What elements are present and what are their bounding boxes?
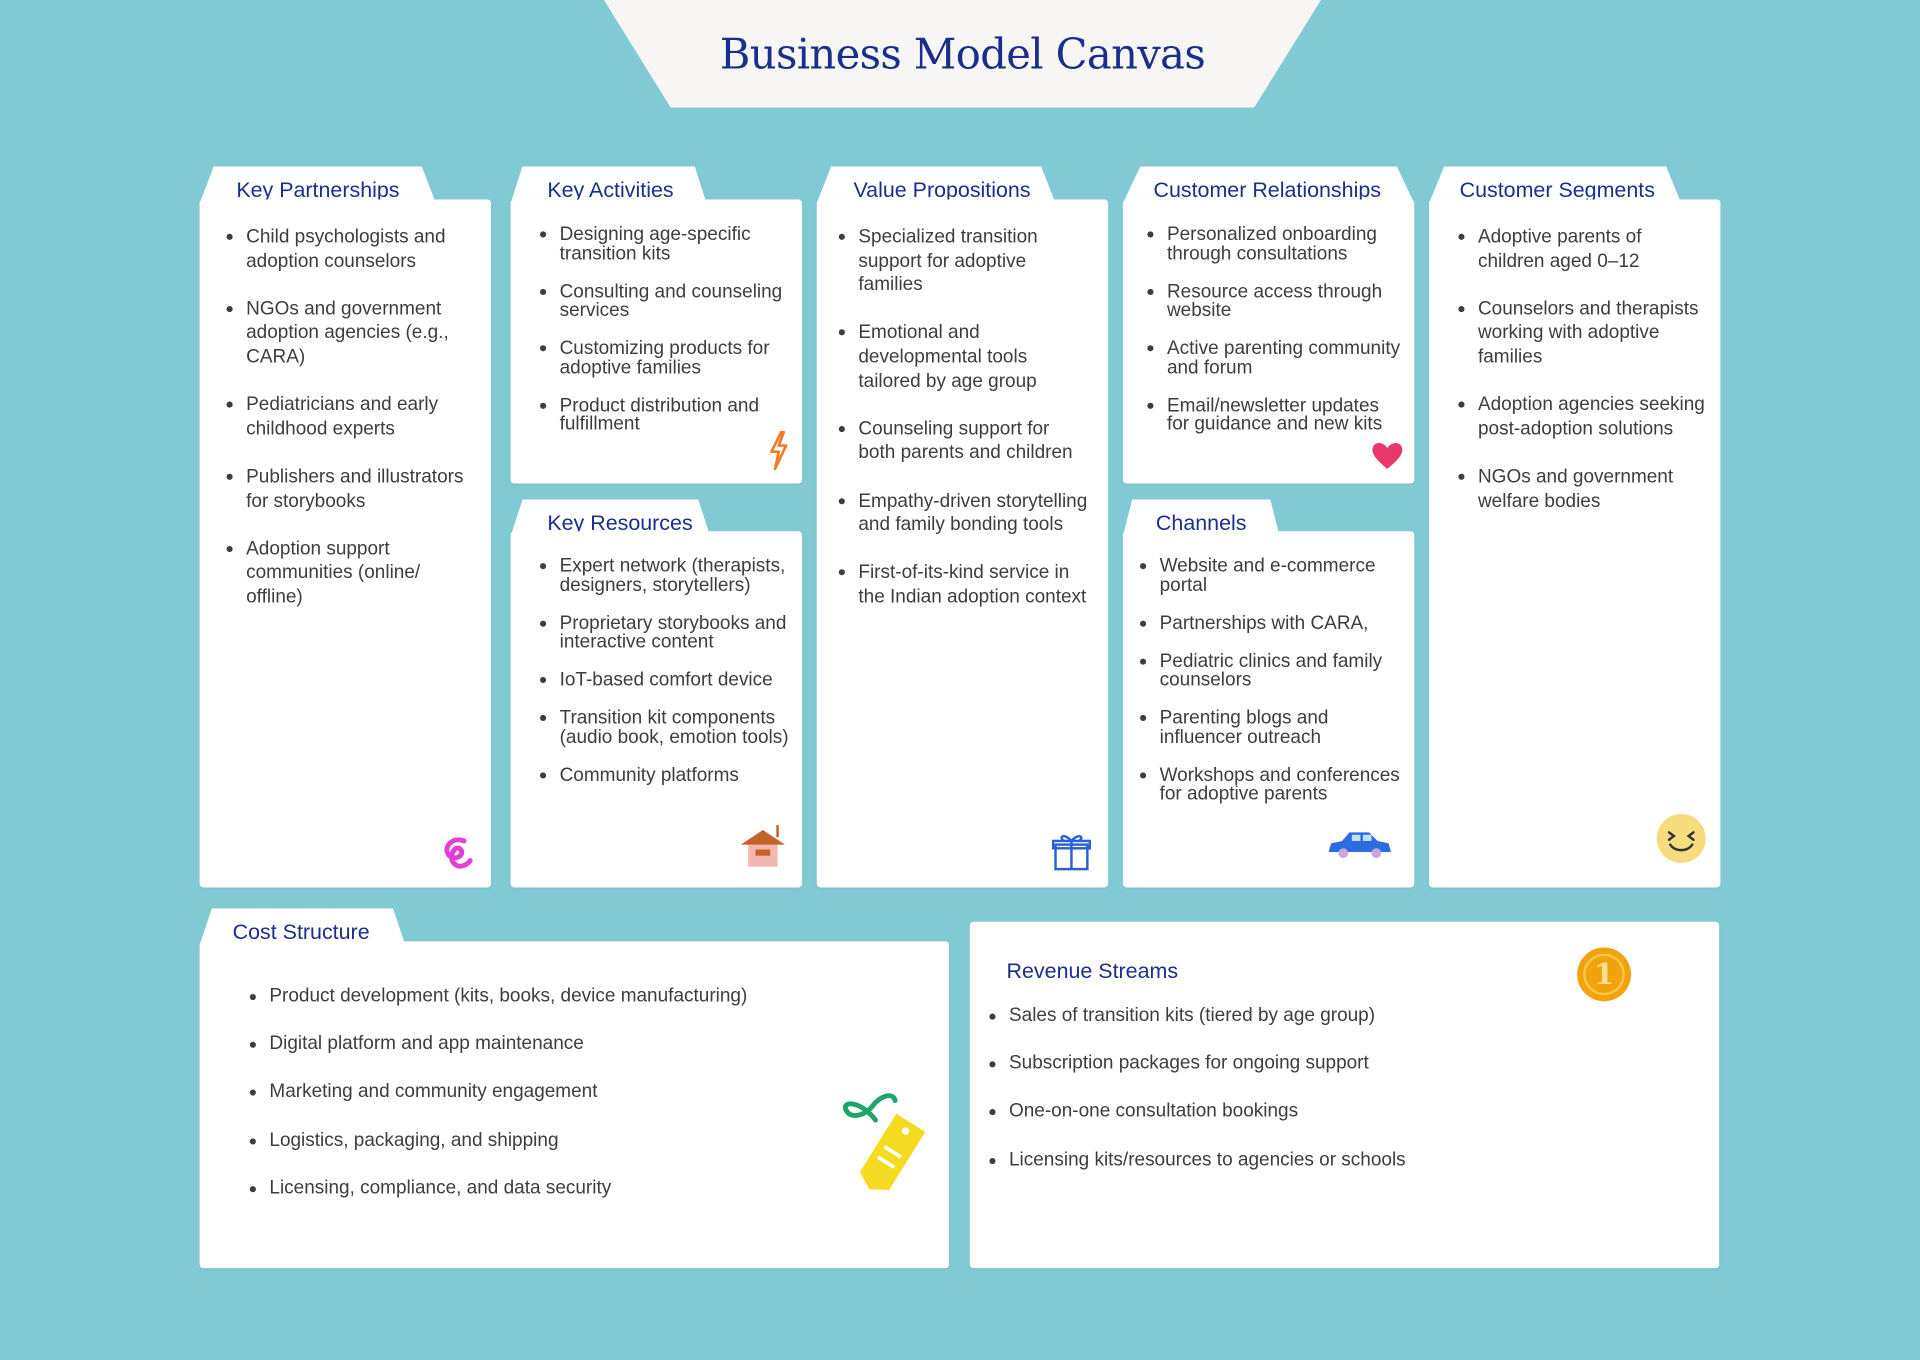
title-banner: Business Model Canvas bbox=[602, 0, 1323, 108]
list-item: Workshops and conferences for adoptive p… bbox=[1138, 765, 1401, 804]
list-item: NGOs and government welfare bodies bbox=[1456, 465, 1707, 513]
list-item: Customizing products for adoptive famili… bbox=[538, 339, 795, 377]
key-resources-list: Expert network (therapists, designers, s… bbox=[538, 557, 795, 804]
coin-icon: 1 bbox=[1576, 946, 1632, 1002]
list-item: IoT-based comfort device bbox=[538, 671, 795, 690]
list-item: Active parenting community and forum bbox=[1145, 339, 1402, 377]
list-item: Licensing, compliance, and data security bbox=[247, 1176, 859, 1200]
list-item: Adoption support communities (online/ of… bbox=[224, 537, 475, 609]
list-item: Product development (kits, books, device… bbox=[247, 984, 859, 1008]
list-item: Community platforms bbox=[538, 766, 795, 785]
key-partnerships-list: Child psychologists and adoption counsel… bbox=[224, 225, 475, 633]
list-item: Emotional and developmental tools tailor… bbox=[836, 321, 1091, 393]
channels-tab: Channels bbox=[1122, 499, 1280, 537]
list-item: Adoptive parents of children aged 0–12 bbox=[1456, 225, 1707, 273]
list-item: Marketing and community engagement bbox=[247, 1080, 859, 1104]
list-item: Parenting blogs and influencer outreach bbox=[1138, 708, 1401, 747]
list-item: Empathy-driven storytelling and family b… bbox=[836, 489, 1091, 537]
list-item: Child psychologists and adoption counsel… bbox=[224, 225, 475, 273]
key-partnerships-title: Key Partnerships bbox=[236, 177, 400, 202]
customer-segments-title: Customer Segments bbox=[1459, 177, 1655, 202]
key-partnerships-card: Child psychologists and adoption counsel… bbox=[199, 199, 492, 888]
list-item: Website and e-commerce portal bbox=[1138, 557, 1401, 595]
value-propositions-card: Specialized transition support for adopt… bbox=[816, 199, 1109, 888]
coin-shape bbox=[1577, 947, 1632, 1002]
value-propositions-title: Value Propositions bbox=[853, 177, 1031, 202]
list-item: Consulting and counseling services bbox=[538, 282, 795, 320]
list-item: Proprietary storybooks and interactive c… bbox=[538, 614, 795, 652]
smiley-icon bbox=[1656, 814, 1706, 863]
key-activities-list: Designing age-specific transition kits C… bbox=[538, 225, 795, 453]
list-item: Pediatricians and early childhood expert… bbox=[224, 393, 475, 441]
list-item: Publishers and illustrators for storyboo… bbox=[224, 465, 475, 513]
gift-icon bbox=[1051, 835, 1092, 871]
swirl-icon bbox=[444, 837, 473, 869]
list-item: Product distribution and fulfillment bbox=[538, 396, 795, 434]
list-item: Specialized transition support for adopt… bbox=[836, 225, 1091, 297]
coin-label: 1 bbox=[1593, 956, 1615, 992]
cost-structure-tab: Cost Structure bbox=[199, 908, 406, 946]
list-item: Adoption agencies seeking post-adoption … bbox=[1456, 393, 1707, 441]
key-activities-title: Key Activities bbox=[547, 177, 674, 202]
list-item: Digital platform and app maintenance bbox=[247, 1032, 859, 1056]
customer-relationships-card: Personalized onboarding through consulta… bbox=[1122, 199, 1415, 484]
list-item: Expert network (therapists, designers, s… bbox=[538, 557, 795, 595]
key-activities-card: Designing age-specific transition kits C… bbox=[510, 199, 803, 484]
customer-segments-tab: Customer Segments bbox=[1428, 166, 1682, 204]
list-item: One-on-one consultation bookings bbox=[987, 1100, 1599, 1124]
list-item: Licensing kits/resources to agencies or … bbox=[987, 1148, 1599, 1172]
customer-relationships-tab: Customer Relationships bbox=[1122, 166, 1415, 204]
page-title: Business Model Canvas bbox=[719, 30, 1206, 80]
customer-segments-card: Adoptive parents of children aged 0–12 C… bbox=[1428, 199, 1721, 888]
key-resources-card: Expert network (therapists, designers, s… bbox=[510, 531, 803, 888]
cost-structure-list: Product development (kits, books, device… bbox=[247, 984, 859, 1224]
list-item: Pediatric clinics and family counselors bbox=[1138, 652, 1401, 690]
customer-relationships-title: Customer Relationships bbox=[1153, 177, 1381, 202]
revenue-streams-card: Revenue Streams Sales of transition kits… bbox=[969, 921, 1720, 1269]
value-propositions-list: Specialized transition support for adopt… bbox=[836, 225, 1091, 633]
list-item: Counselors and therapists working with a… bbox=[1456, 297, 1707, 369]
list-item: Subscription packages for ongoing suppor… bbox=[987, 1052, 1599, 1076]
channels-card: Website and e-commerce portal Partnershi… bbox=[1122, 531, 1415, 888]
house-icon bbox=[740, 825, 785, 867]
list-item: Resource access through website bbox=[1145, 282, 1402, 320]
list-item: Designing age-specific transition kits bbox=[538, 225, 795, 263]
list-item: Personalized onboarding through consulta… bbox=[1145, 225, 1402, 263]
list-item: NGOs and government adoption agencies (e… bbox=[224, 297, 475, 369]
value-propositions-tab: Value Propositions bbox=[816, 166, 1056, 204]
cost-structure-title: Cost Structure bbox=[232, 919, 370, 944]
customer-segments-list: Adoptive parents of children aged 0–12 C… bbox=[1456, 225, 1707, 537]
list-item: Partnerships with CARA, bbox=[1138, 614, 1401, 633]
list-item: First-of-its-kind service in the Indian … bbox=[836, 561, 1091, 609]
heart-icon bbox=[1372, 442, 1403, 469]
list-item: Counseling support for both parents and … bbox=[836, 417, 1091, 465]
revenue-streams-list: Sales of transition kits (tiered by age … bbox=[987, 1004, 1599, 1196]
key-activities-tab: Key Activities bbox=[510, 166, 707, 204]
revenue-streams-title: Revenue Streams bbox=[1006, 958, 1179, 983]
channels-title: Channels bbox=[1155, 510, 1247, 535]
list-item: Logistics, packaging, and shipping bbox=[247, 1128, 859, 1152]
channels-list: Website and e-commerce portal Partnershi… bbox=[1138, 557, 1401, 823]
list-item: Transition kit components (audio book, e… bbox=[538, 708, 795, 747]
car-icon bbox=[1328, 832, 1392, 859]
customer-relationships-list: Personalized onboarding through consulta… bbox=[1145, 225, 1402, 453]
key-resources-tab: Key Resources bbox=[510, 499, 711, 537]
key-partnerships-tab: Key Partnerships bbox=[199, 166, 436, 204]
list-item: Sales of transition kits (tiered by age … bbox=[987, 1004, 1599, 1028]
list-item: Email/newsletter updates for guidance an… bbox=[1145, 396, 1402, 434]
key-resources-title: Key Resources bbox=[547, 510, 693, 535]
lightning-icon bbox=[770, 430, 788, 471]
cost-structure-card: Product development (kits, books, device… bbox=[199, 941, 949, 1269]
price-tag-icon bbox=[842, 1093, 926, 1191]
